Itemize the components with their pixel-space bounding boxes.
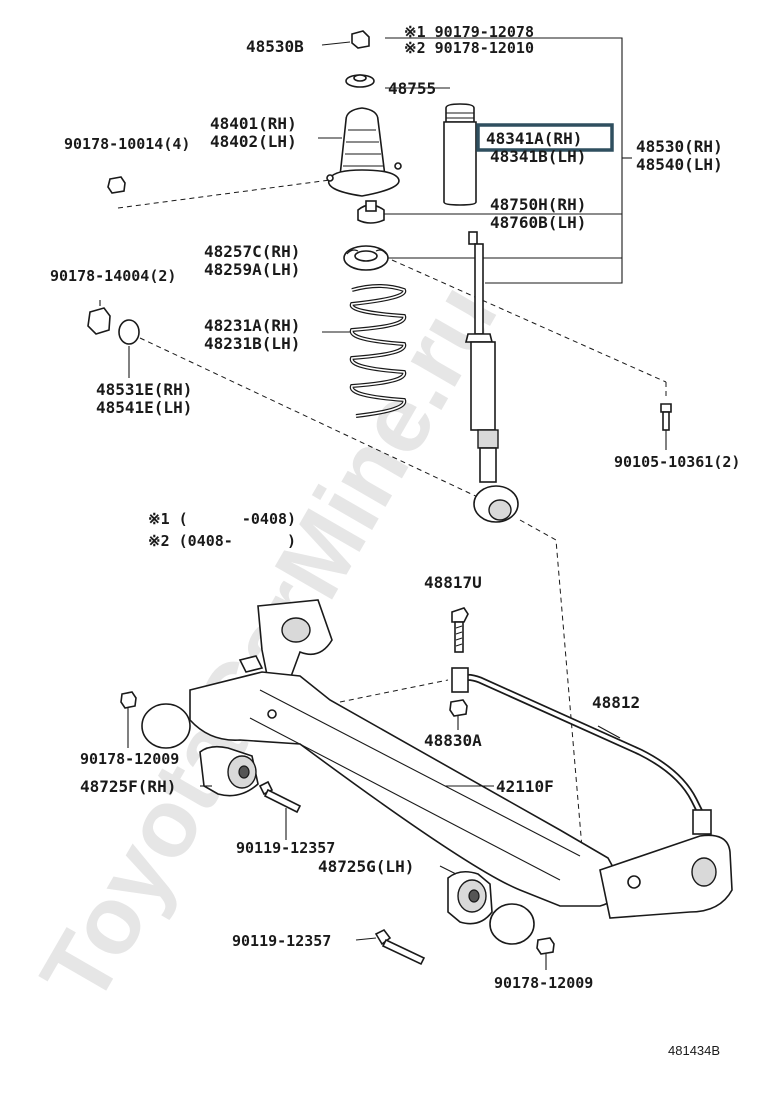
bushing-48725g bbox=[447, 870, 493, 925]
label-90178-12009-right: 90178-12009 bbox=[494, 974, 593, 992]
nut-90178-12009-right bbox=[536, 937, 555, 955]
label-48231a: 48231A(RH) bbox=[204, 316, 300, 335]
bolt-48817u bbox=[451, 607, 469, 623]
label-90105-10361: 90105-10361(2) bbox=[614, 453, 740, 471]
label-90179-12078: ※1 90179-12078 bbox=[404, 23, 534, 41]
label-48725f: 48725F(RH) bbox=[80, 777, 176, 796]
insulator-48531e bbox=[118, 319, 140, 345]
rear-axle-beam-42110f bbox=[189, 599, 733, 919]
group-bracket bbox=[385, 37, 623, 284]
nut-48830a bbox=[449, 699, 468, 717]
label-48530b: 48530B bbox=[246, 37, 304, 56]
label-48760b: 48760B(LH) bbox=[490, 213, 586, 232]
nut-90178-14004 bbox=[87, 307, 111, 335]
highlight-box-48341a bbox=[476, 123, 614, 152]
label-90178-10014: 90178-10014(4) bbox=[64, 135, 190, 153]
label-48530: 48530(RH) bbox=[636, 137, 723, 156]
nut-90178-12009-left bbox=[120, 691, 137, 709]
label-48402: 48402(LH) bbox=[210, 132, 297, 151]
label-48259a: 48259A(LH) bbox=[204, 260, 300, 279]
label-48750h: 48750H(RH) bbox=[490, 195, 586, 214]
label-42110f: 42110F bbox=[496, 777, 554, 796]
label-90178-12009-left: 90178-12009 bbox=[80, 750, 179, 768]
bushing-48725f bbox=[199, 745, 259, 797]
label-48541e: 48541E(LH) bbox=[96, 398, 192, 417]
bushing-eye-left bbox=[141, 703, 191, 749]
shock-absorber bbox=[464, 231, 519, 523]
label-48257c: 48257C(RH) bbox=[204, 242, 300, 261]
note-1: ※1 ( -0408) bbox=[148, 510, 296, 528]
diagram-id: 481434B bbox=[668, 1043, 720, 1058]
label-48540: 48540(LH) bbox=[636, 155, 723, 174]
nut-48530b bbox=[351, 30, 370, 49]
label-48830a: 48830A bbox=[424, 731, 482, 750]
label-48817u: 48817U bbox=[424, 573, 482, 592]
bolt-90105-10361 bbox=[660, 403, 672, 413]
bolt-90119-12357-right bbox=[374, 928, 426, 966]
label-48401: 48401(RH) bbox=[210, 114, 297, 133]
label-90178-14004: 90178-14004(2) bbox=[50, 267, 176, 285]
label-90119-12357-right: 90119-12357 bbox=[232, 932, 331, 950]
coil-spring-48231a bbox=[349, 284, 407, 418]
nut-90178-10014 bbox=[107, 176, 126, 194]
label-90119-12357-left: 90119-12357 bbox=[236, 839, 335, 857]
note-2: ※2 (0408- ) bbox=[148, 532, 296, 550]
label-48341a: 48341A(RH) bbox=[486, 129, 582, 148]
label-48812: 48812 bbox=[592, 693, 640, 712]
label-48341b: 48341B(LH) bbox=[490, 147, 586, 166]
label-48231b: 48231B(LH) bbox=[204, 334, 300, 353]
label-48531e: 48531E(RH) bbox=[96, 380, 192, 399]
bolt-90119-12357-left bbox=[258, 780, 302, 814]
label-90178-12010: ※2 90178-12010 bbox=[404, 39, 534, 57]
label-48755: 48755 bbox=[388, 79, 436, 98]
bushing-eye-right bbox=[489, 903, 535, 945]
label-48725g: 48725G(LH) bbox=[318, 857, 414, 876]
